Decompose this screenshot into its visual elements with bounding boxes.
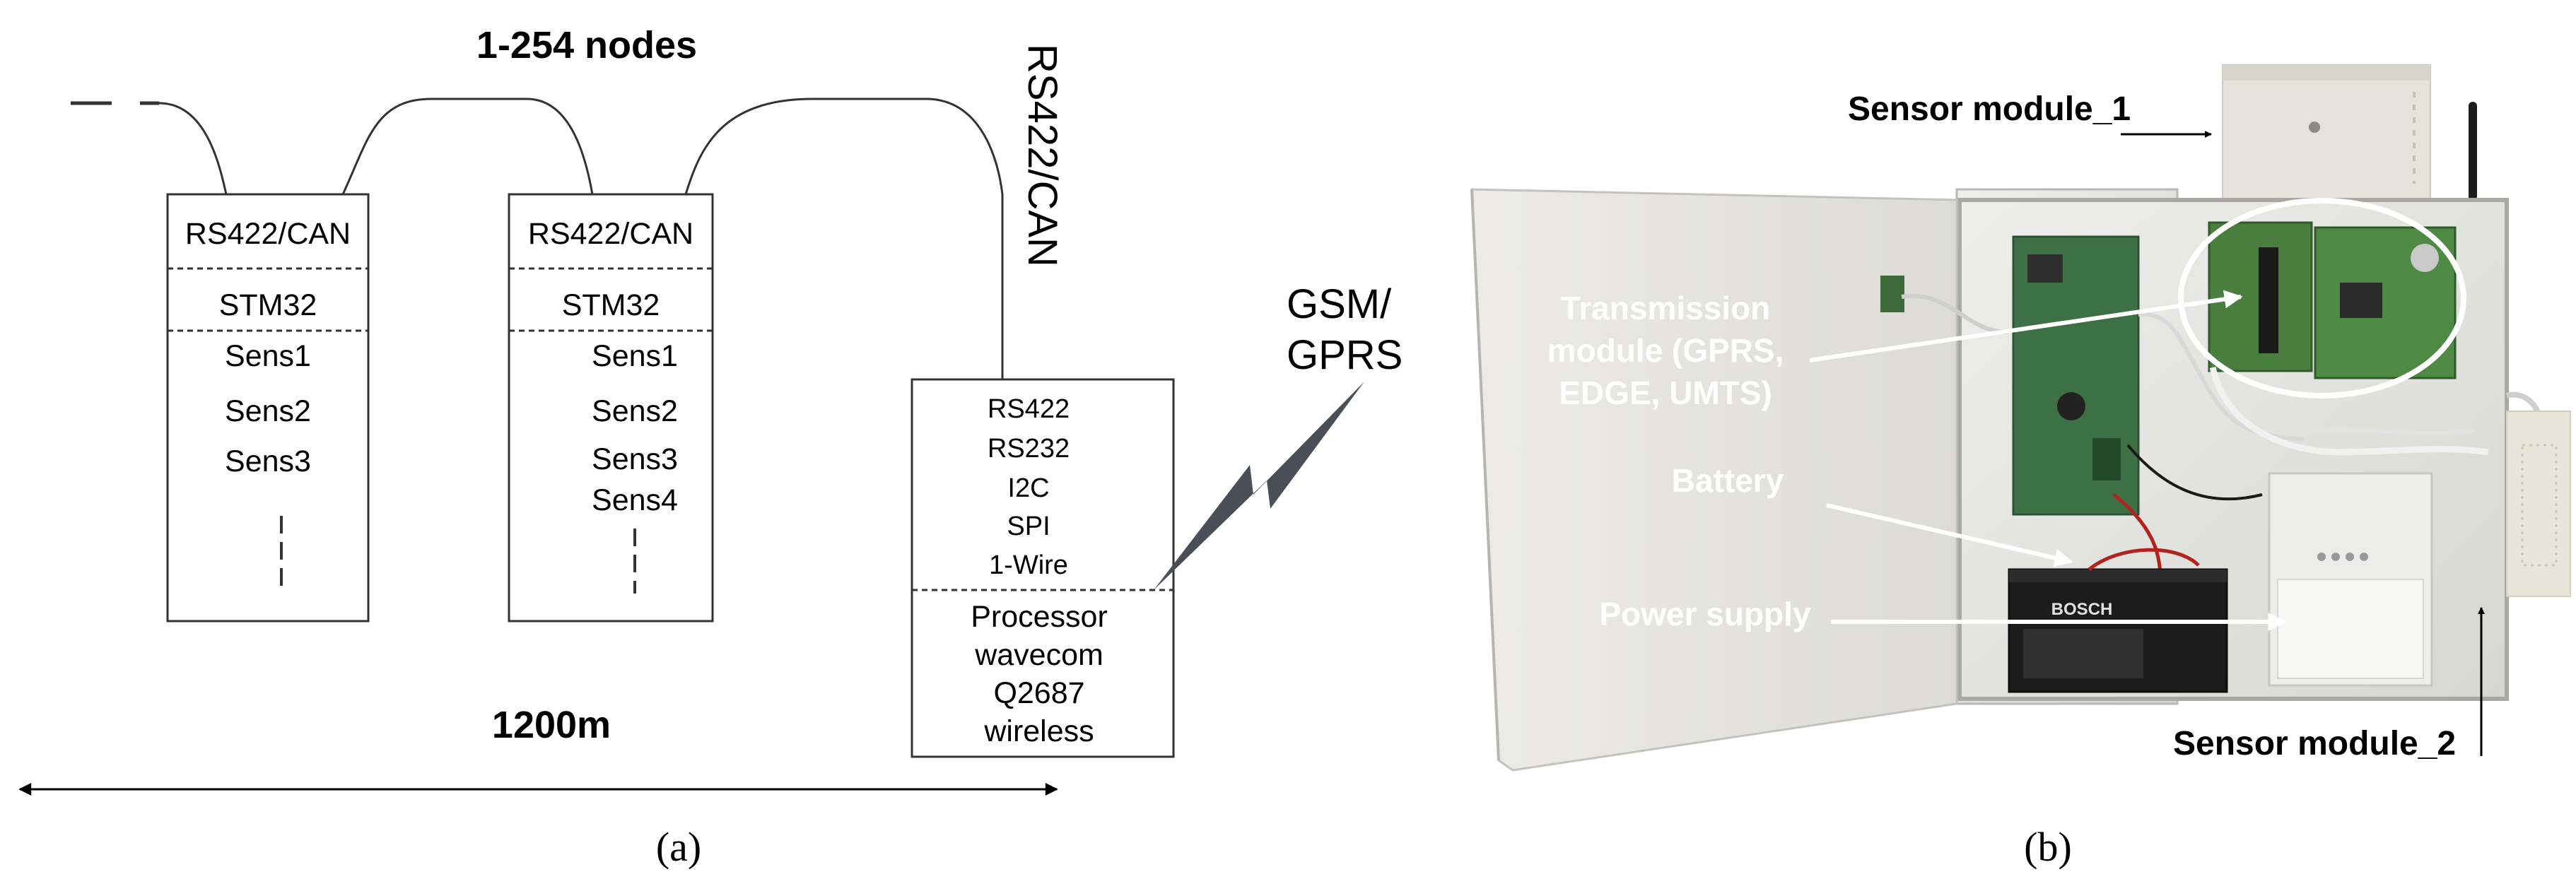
wireless-label: GPRS — [1287, 332, 1403, 378]
gateway-interface: 1-Wire — [989, 550, 1068, 580]
lightning-bolt-icon — [1154, 382, 1364, 590]
label-sensor-module-2: Sensor module_2 — [2173, 725, 2456, 762]
gateway-interface: I2C — [1007, 473, 1049, 503]
gateway-interface: RS422 — [988, 394, 1070, 424]
power-supply-device — [2268, 472, 2433, 687]
node-2-sensor: Sens4 — [592, 483, 678, 517]
node-1-sensor: Sens2 — [225, 394, 311, 428]
node-2-sensor: Sens1 — [592, 339, 678, 373]
bus-cable — [158, 98, 1004, 379]
gateway-interface: SPI — [1007, 512, 1050, 541]
node-2-mcu: STM32 — [562, 288, 660, 322]
label-transmission: module (GPRS, — [1547, 332, 1784, 369]
panel-a-caption: (a) — [656, 824, 701, 870]
gateway-interface: RS232 — [988, 434, 1070, 464]
node-2: RS422/CAN STM32 Sens1 Sens2 Sens3 Sens4 — [508, 193, 714, 622]
gateway-processor: wavecom — [974, 638, 1103, 672]
gateway-node: RS422 RS232 I2C SPI 1-Wire Processor wav… — [911, 378, 1175, 758]
node-1-mcu: STM32 — [219, 288, 317, 322]
node-1-sensor: Sens1 — [225, 339, 311, 373]
label-transmission: Transmission — [1561, 290, 1771, 326]
node-1-bus: RS422/CAN — [185, 217, 351, 251]
panel-a-diagram: 1-254 nodes RS422/CAN RS422/CAN STM32 Se… — [18, 24, 1403, 870]
panel-b-photo: BOSCH Sensor module_1 Transmission modul… — [1470, 64, 2571, 870]
node-2-bus: RS422/CAN — [528, 217, 693, 251]
transmission-module-device — [2178, 198, 2466, 399]
arrow-transmission — [1809, 290, 2243, 362]
node-1-sensor: Sens3 — [225, 444, 311, 478]
gateway-processor: wireless — [983, 714, 1094, 748]
node-2-sensor: Sens2 — [592, 394, 678, 428]
arrow-battery — [1826, 503, 2073, 567]
wireless-label: GSM/ — [1287, 281, 1392, 327]
sensor-module-1-device — [2222, 64, 2431, 207]
bus-label-vertical: RS422/CAN — [1019, 44, 1065, 267]
gateway-processor: Processor — [971, 600, 1108, 634]
node-1: RS422/CAN STM32 Sens1 Sens2 Sens3 — [166, 193, 370, 622]
panel-b-caption: (b) — [2024, 824, 2072, 870]
battery-brand: BOSCH — [2051, 600, 2113, 619]
sensor-module-2-device — [2505, 391, 2571, 597]
label-power-supply: Power supply — [1599, 596, 1810, 632]
nodes-title: 1-254 nodes — [476, 24, 697, 66]
gateway-processor: Q2687 — [993, 676, 1084, 710]
battery-device: BOSCH — [2008, 568, 2228, 693]
distance-label: 1200m — [492, 704, 611, 746]
node-2-sensor: Sens3 — [592, 442, 678, 476]
label-sensor-module-1: Sensor module_1 — [1848, 90, 2131, 128]
label-battery: Battery — [1672, 462, 1784, 499]
label-transmission: EDGE, UMTS) — [1559, 374, 1772, 411]
